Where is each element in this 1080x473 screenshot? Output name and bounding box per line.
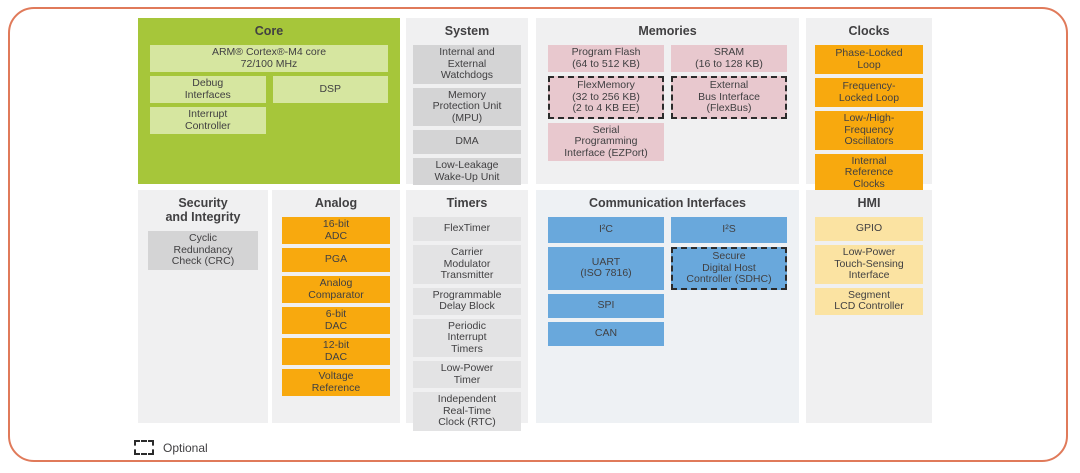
block-independent-real-time-clock: Independent Real-Time Clock (RTC): [413, 392, 521, 431]
block-cyclic-redundancy-check: Cyclic Redundancy Check (CRC): [148, 231, 258, 270]
block-can: CAN: [548, 321, 664, 346]
block-16-bit-adc: 16-bit ADC: [282, 217, 390, 244]
section-title-timers: Timers: [446, 196, 488, 210]
section-title-clocks: Clocks: [848, 24, 890, 38]
block-phase-locked-loop: Phase-Locked Loop: [815, 45, 923, 74]
section-title-analog: Analog: [314, 196, 358, 210]
block-dma: DMA: [413, 130, 521, 154]
analog-blocks: 16-bit ADC PGA Analog Comparator 6-bit DAC 1…: [282, 217, 390, 396]
block-periodic-interrupt-timers: Periodic Interrupt Timers: [413, 318, 521, 357]
section-title-comm: Communication Interfaces: [589, 196, 746, 210]
block-i2c: I²C: [548, 217, 664, 243]
block-segment-lcd-controller: Segment LCD Controller: [815, 287, 923, 315]
section-hmi: HMI GPIO Low-Power Touch-Sensing Interface…: [806, 190, 932, 423]
block-interrupt-controller: Interrupt Controller: [150, 107, 266, 134]
security-blocks: Cyclic Redundancy Check (CRC): [148, 231, 258, 270]
block-12-bit-dac: 12-bit DAC: [282, 338, 390, 365]
block-external-bus-interface: External Bus Interface (FlexBus): [671, 76, 787, 119]
block-debug-interfaces: Debug Interfaces: [150, 76, 266, 103]
block-dsp: DSP: [272, 76, 388, 103]
section-title-memories: Memories: [638, 24, 697, 38]
comm-blocks: I²C I²S UART (ISO 7816)Secure Digital Host…: [548, 217, 787, 346]
block-pga: PGA: [282, 248, 390, 272]
memories-blocks: Program Flash (64 to 512 KB) SRAM (16 to …: [548, 45, 787, 161]
block-uart-iso-7816: UART (ISO 7816): [548, 247, 664, 290]
block-programmable-delay-block: Programmable Delay Block: [413, 287, 521, 315]
block-low-power-timer: Low-Power Timer: [413, 361, 521, 388]
block-program-flash: Program Flash (64 to 512 KB): [548, 45, 664, 72]
block-carrier-modulator-transmitter: Carrier Modulator Transmitter: [413, 245, 521, 284]
block-serial-programming-interface-ezport: Serial Programming Interface (EZPort): [548, 122, 664, 161]
section-title-hmi: HMI: [857, 196, 881, 210]
block-low-leakage-wake-up-unit: Low-Leakage Wake-Up Unit: [413, 158, 521, 185]
block-secure-digital-host-controller: Secure Digital Host Controller (SDHC): [671, 247, 787, 290]
block-voltage-reference: Voltage Reference: [282, 369, 390, 396]
block-memory-protection-unit: Memory Protection Unit (MPU): [413, 87, 521, 126]
block-i2s: I²S: [671, 217, 787, 243]
block-internal-external-watchdogs: Internal and External Watchdogs: [413, 45, 521, 84]
block-flextimer: FlexTimer: [413, 217, 521, 241]
optional-legend: Optional: [134, 440, 208, 455]
block-low-power-touch-sensing-interface: Low-Power Touch-Sensing Interface: [815, 245, 923, 284]
block-low-high-frequency-oscillators: Low-/High- Frequency Oscillators: [815, 111, 923, 150]
section-analog: Analog 16-bit ADC PGA Analog Comparator 6-bi…: [272, 190, 400, 423]
optional-legend-label: Optional: [163, 440, 208, 455]
block-6-bit-dac: 6-bit DAC: [282, 307, 390, 334]
block-arm-cortex-m4-core: ARM® Cortex®-M4 core 72/100 MHz: [150, 45, 388, 72]
optional-dashed-box-icon: [134, 440, 154, 455]
block-sram: SRAM (16 to 128 KB): [671, 45, 787, 72]
section-title-core: Core: [254, 24, 284, 38]
block-frequency-locked-loop: Frequency- Locked Loop: [815, 78, 923, 107]
block-flexmemory: FlexMemory (32 to 256 KB) (2 to 4 KB EE): [548, 76, 664, 119]
section-title-security: Security and Integrity: [165, 196, 241, 224]
block-gpio: GPIO: [815, 217, 923, 241]
block-spi: SPI: [548, 293, 664, 318]
section-title-system: System: [444, 24, 490, 38]
block-internal-reference-clocks: Internal Reference Clocks: [815, 153, 923, 192]
block-analog-comparator: Analog Comparator: [282, 276, 390, 303]
